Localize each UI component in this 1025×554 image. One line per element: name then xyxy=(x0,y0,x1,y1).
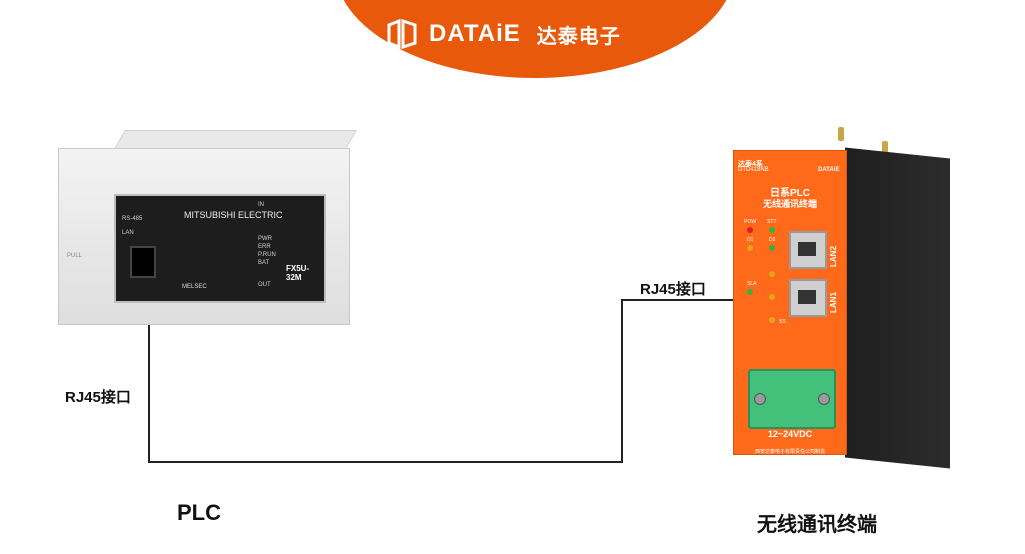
plc-err-label: ERR xyxy=(258,244,271,250)
plc-body: PULL RS-485 LAN MITSUBISHI ELECTRIC IN P… xyxy=(58,148,350,325)
screw-icon xyxy=(818,393,830,405)
plc-brand: MITSUBISHI ELECTRIC xyxy=(184,210,283,220)
led-ss-label: SS xyxy=(779,319,786,325)
power-terminal-connector xyxy=(748,369,836,429)
led-ss-icon xyxy=(769,294,775,300)
lan1-port xyxy=(789,279,827,317)
terminal-logo: DATAiE xyxy=(818,167,840,173)
led-d1-icon xyxy=(747,245,753,251)
plc-in-label: IN xyxy=(258,202,264,208)
terminal-side xyxy=(845,147,950,469)
plc-caption: PLC xyxy=(177,500,221,525)
dataie-logo-icon xyxy=(387,18,417,50)
brand-logo: DATAiE 达泰电子 xyxy=(385,14,621,54)
plc-bat-label: BAT xyxy=(258,260,270,266)
plc-model: FX5U-32M xyxy=(286,264,310,282)
plc-device: PULL RS-485 LAN MITSUBISHI ELECTRIC IN P… xyxy=(58,130,358,330)
plc-lan-label: LAN xyxy=(122,230,134,236)
terminal-caption: 无线通讯终端 xyxy=(757,514,877,536)
led-d2-icon xyxy=(769,245,775,251)
led-pow-icon xyxy=(747,227,753,233)
led-stt-label: STT xyxy=(767,219,777,225)
plc-rj45-port xyxy=(130,246,156,278)
terminal-model-small: DTD418NB xyxy=(738,167,769,173)
plc-pull-label: PULL xyxy=(67,253,83,259)
rj45-label-right: RJ45接口 xyxy=(640,281,706,298)
terminal-voltage: 12~24VDC xyxy=(767,429,813,439)
terminal-title-1: 日系PLC xyxy=(770,188,810,199)
led-pow-label: POW xyxy=(744,219,756,225)
plc-front-panel: RS-485 LAN MITSUBISHI ELECTRIC IN PWR ER… xyxy=(114,194,326,303)
terminal-title-2: 无线通讯终端 xyxy=(762,199,817,209)
plc-rs485-label: RS-485 xyxy=(122,216,143,222)
brand-name-en: DATAiE xyxy=(429,20,521,47)
terminal-device: 达泰4系 DTD418NB DATAiE 日系PLC 无线通讯终端 POW ST… xyxy=(730,125,960,469)
terminal-company: 西安达泰电子有限责任公司制造 xyxy=(754,449,825,455)
antenna-icon xyxy=(882,141,888,155)
terminal-front-panel: 达泰4系 DTD418NB DATAiE 日系PLC 无线通讯终端 POW ST… xyxy=(733,150,847,455)
led-stt-icon xyxy=(769,227,775,233)
plc-prun-label: P.RUN xyxy=(258,252,276,258)
lan1-label: LAN1 xyxy=(829,292,838,313)
led-sla-icon xyxy=(747,289,753,295)
lan2-label: LAN2 xyxy=(829,246,838,267)
rj45-label-left: RJ45接口 xyxy=(65,389,131,406)
led-ss-icon xyxy=(769,271,775,277)
brand-name-cn: 达泰电子 xyxy=(536,25,621,48)
plc-out-label: OUT xyxy=(258,282,271,288)
plc-series: MELSEC xyxy=(182,284,207,290)
led-d1-label: D1 xyxy=(747,237,754,243)
led-ss-icon xyxy=(769,317,775,323)
lan2-port xyxy=(789,231,827,269)
screw-icon xyxy=(754,393,766,405)
led-sla-label: SLA xyxy=(747,281,757,287)
plc-pwr-label: PWR xyxy=(258,236,272,242)
led-d2-label: D2 xyxy=(769,237,776,243)
antenna-icon xyxy=(838,127,844,141)
terminal-brand-small: 达泰4系 xyxy=(738,161,763,168)
